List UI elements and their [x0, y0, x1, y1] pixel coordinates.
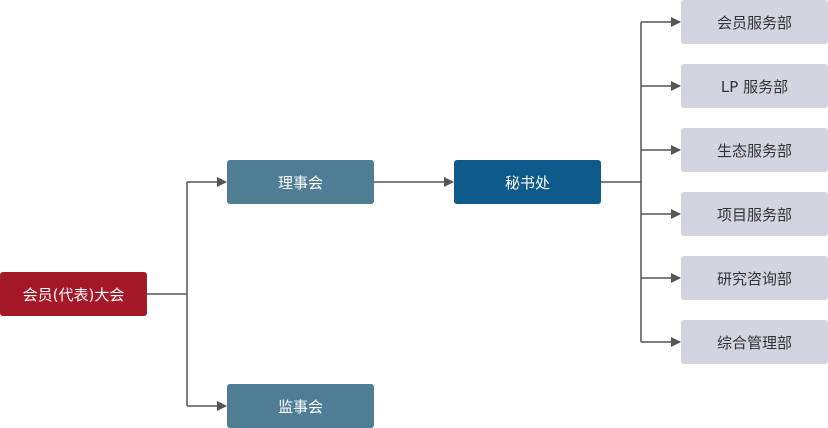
node-supervisory-board: 监事会	[227, 384, 374, 428]
node-department-lp-services: LP 服务部	[681, 64, 828, 108]
node-department-projects: 项目服务部	[681, 192, 828, 236]
node-department-member-services: 会员服务部	[681, 0, 828, 44]
node-assembly: 会员(代表)大会	[0, 272, 147, 316]
node-secretariat: 秘书处	[454, 160, 601, 204]
node-department-ecosystem: 生态服务部	[681, 128, 828, 172]
node-board: 理事会	[227, 160, 374, 204]
node-department-admin: 综合管理部	[681, 320, 828, 364]
node-department-research: 研究咨询部	[681, 256, 828, 300]
